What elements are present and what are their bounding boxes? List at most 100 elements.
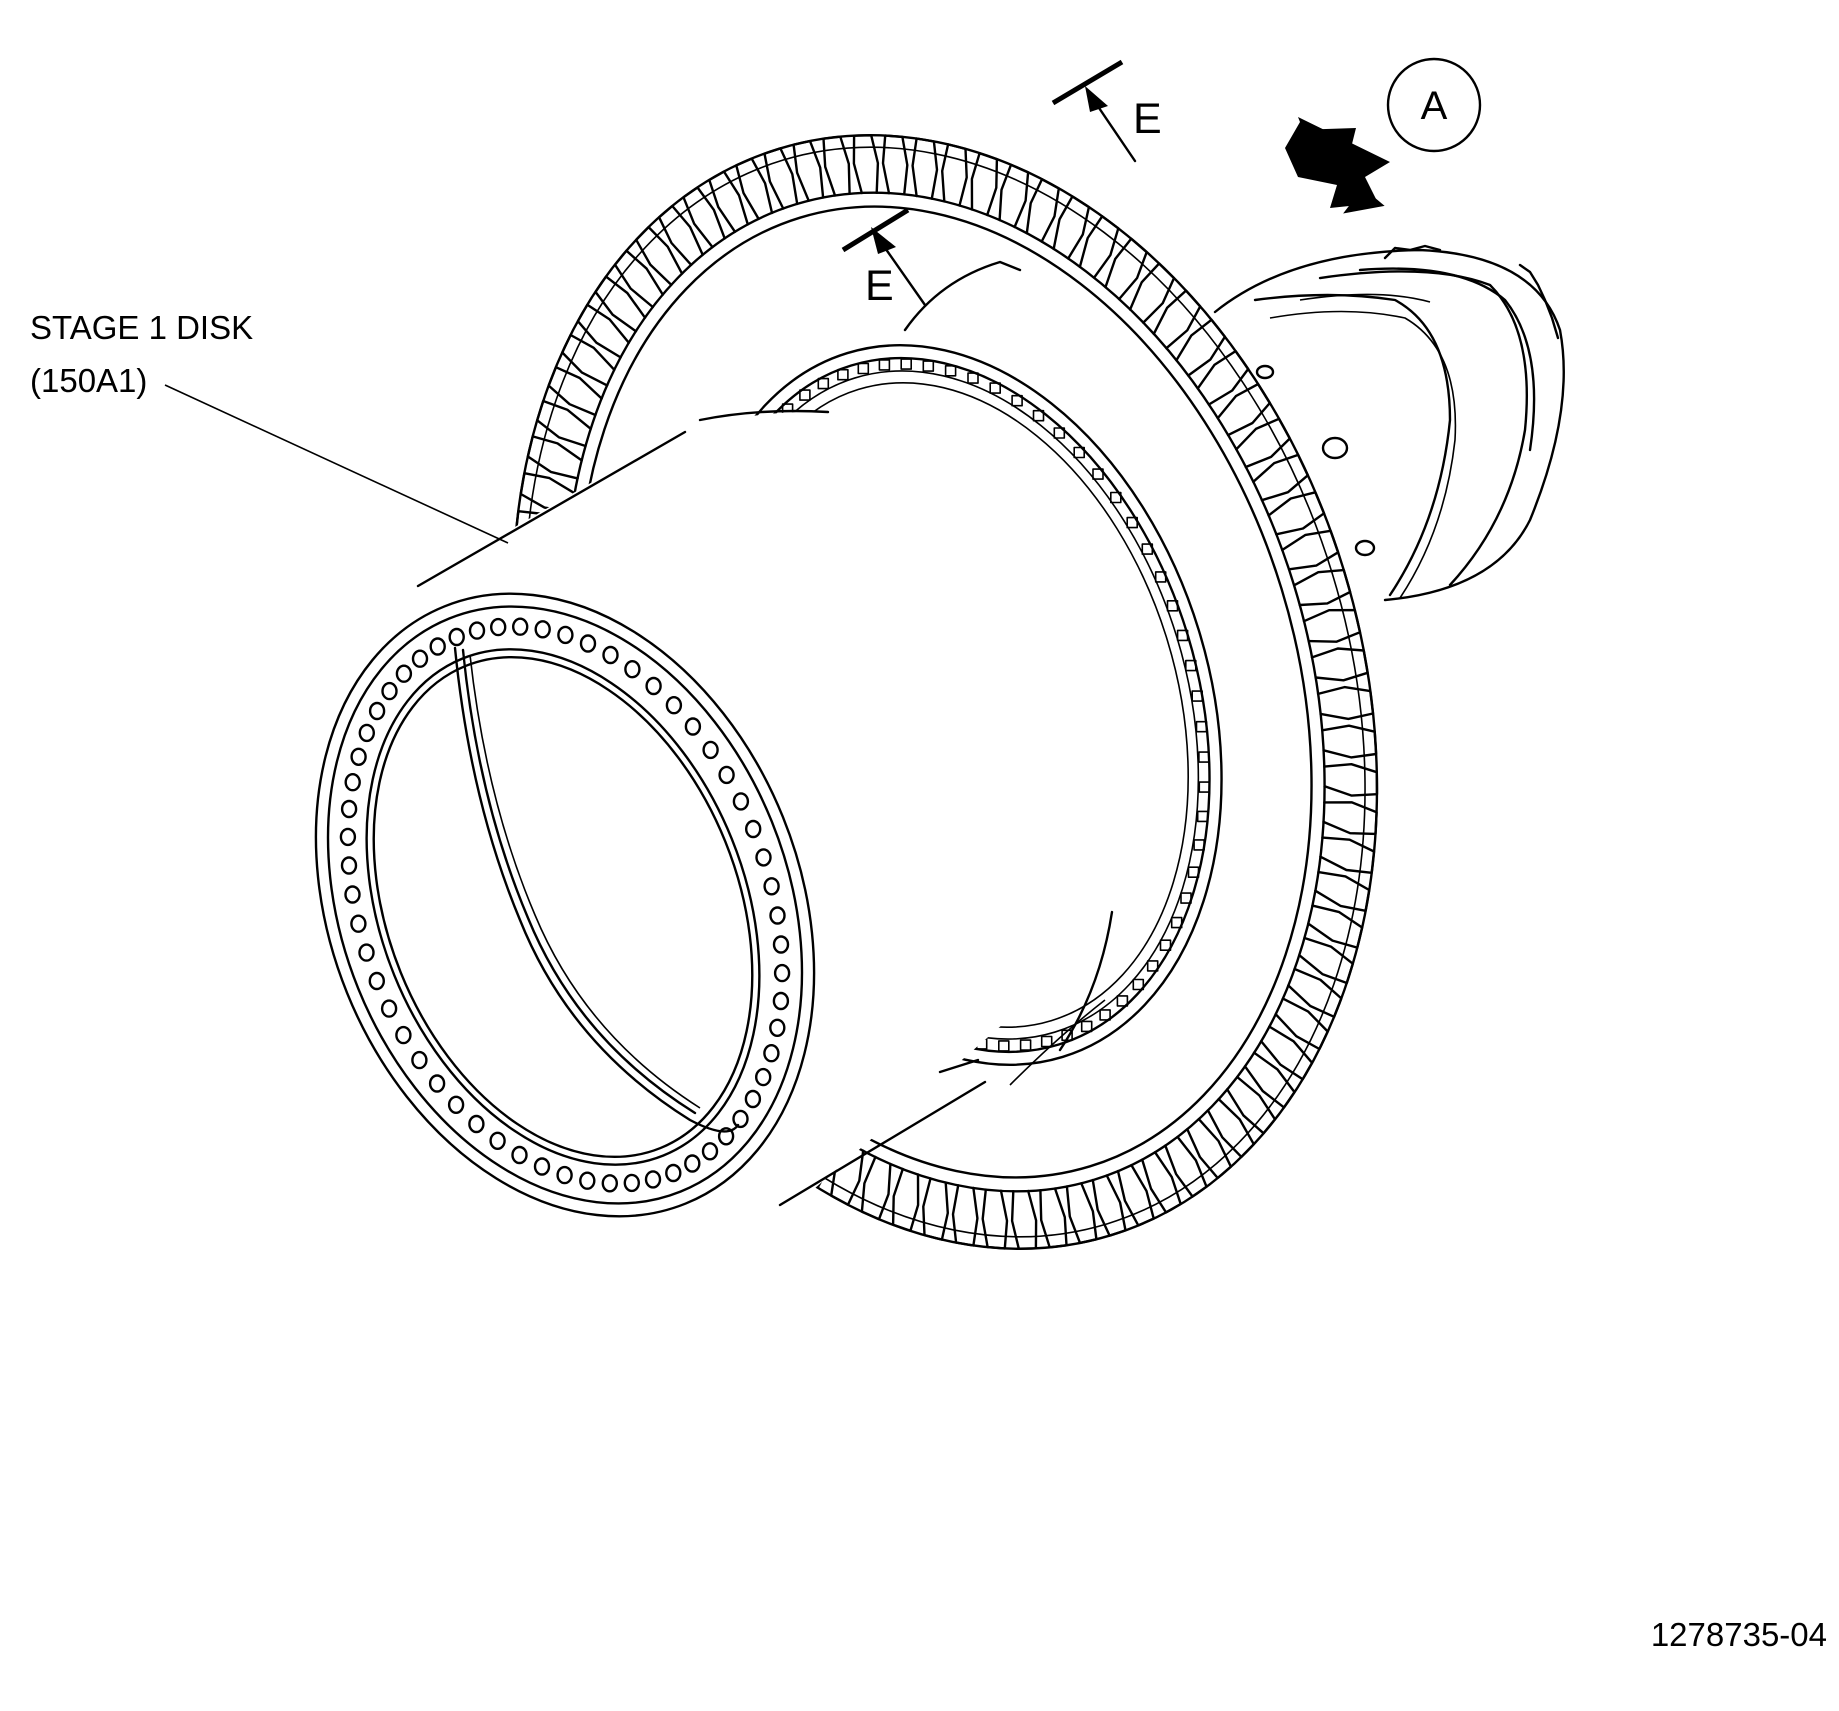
bolt-hole <box>602 645 619 665</box>
inner-slot <box>1193 839 1205 851</box>
dovetail-slot <box>1116 1163 1155 1227</box>
bolt-hole <box>624 660 641 679</box>
inner-slot <box>1195 720 1208 733</box>
dovetail-slot <box>1314 870 1371 912</box>
dovetail-slot <box>881 134 909 196</box>
inner-slot <box>1099 1009 1111 1021</box>
inner-slot <box>900 358 913 370</box>
bolt-hole <box>684 717 702 736</box>
inner-slot <box>1185 659 1197 672</box>
dovetail-slot <box>951 1184 979 1247</box>
inner-slot <box>1110 491 1122 504</box>
bolt-hole <box>557 625 574 645</box>
part-number-label: (150A1) <box>30 362 147 399</box>
inner-slot <box>857 362 870 375</box>
figure-number: 1278735-04 <box>1651 1616 1827 1653</box>
dovetail-slot <box>576 303 630 359</box>
bolt-hole <box>773 963 791 983</box>
dovetail-slot <box>1078 215 1120 279</box>
dovetail-slot <box>613 249 664 309</box>
inner-slot <box>1032 409 1045 422</box>
inner-slot <box>817 377 830 390</box>
inner-slot <box>922 360 935 372</box>
bolt-hole <box>358 943 375 962</box>
bolt-hole <box>340 799 358 819</box>
bolt-hole <box>368 971 385 991</box>
dovetail-slot <box>911 137 939 200</box>
dovetail-slot <box>1010 1189 1038 1250</box>
dovetail-slot <box>1186 1117 1233 1180</box>
bolt-hole <box>579 634 597 653</box>
bolt-hole <box>665 1163 682 1183</box>
dovetail-slot <box>941 143 968 207</box>
bolt-hole <box>368 701 386 721</box>
dovetail-slot <box>708 170 749 233</box>
bolt-hole <box>429 637 446 656</box>
inner-slot <box>1092 468 1104 480</box>
bolt-hole <box>350 914 367 933</box>
bolt-holes <box>339 617 791 1193</box>
bolt-hole <box>344 773 361 792</box>
dovetail-slot <box>1319 836 1376 874</box>
bolt-hole <box>718 765 735 785</box>
bolt-hole <box>511 1145 528 1165</box>
bolt-hole <box>763 877 780 896</box>
bolt-hole <box>717 1127 735 1146</box>
dovetail-slot <box>1323 763 1379 797</box>
dovetail-slot <box>970 152 999 217</box>
bolt-hole <box>769 906 786 925</box>
inner-slot <box>997 1040 1010 1052</box>
bolt-hole <box>744 1089 762 1109</box>
inner-slot <box>1166 599 1179 612</box>
bolt-hole <box>534 620 551 639</box>
inner-slot <box>1159 939 1172 952</box>
inner-slot <box>1187 866 1200 879</box>
dovetail-slot <box>1152 289 1202 350</box>
dovetail-slot <box>1206 1097 1255 1159</box>
dovetail-slot <box>860 1155 892 1221</box>
dovetail-slot <box>1025 178 1060 243</box>
bolt-hole <box>645 676 662 696</box>
bolt-hole <box>533 1157 551 1176</box>
bolt-hole <box>468 1114 485 1134</box>
section-mark-upper <box>1051 59 1137 163</box>
inner-slot <box>1116 995 1129 1007</box>
dovetail-slot <box>657 204 704 267</box>
dovetail-slot <box>536 399 592 448</box>
dovetail-slot <box>1260 1025 1314 1081</box>
bolt-hole <box>755 1067 772 1087</box>
bolt-hole <box>395 664 413 683</box>
dovetail-slot <box>981 1188 1009 1250</box>
inner-slot <box>1198 781 1211 793</box>
inner-slot <box>944 364 957 377</box>
dovetail-slot <box>1175 318 1227 377</box>
bolt-hole <box>350 747 367 766</box>
dovetail-slot <box>682 186 726 249</box>
inner-slot <box>878 359 891 371</box>
bolt-hole <box>490 617 507 637</box>
dovetail-slot <box>1287 967 1343 1018</box>
dovetail-slot <box>1091 1174 1127 1237</box>
inner-slot <box>1198 751 1210 763</box>
dovetail-slot <box>1226 1075 1277 1135</box>
dovetail-slot <box>1164 1135 1208 1198</box>
bolt-hole <box>745 819 762 839</box>
inner-slot <box>1176 629 1189 642</box>
bolt-hole <box>772 935 790 954</box>
bolt-hole <box>623 1173 640 1193</box>
dovetail-slot <box>635 225 684 287</box>
section-mark-lower <box>841 207 927 307</box>
bolt-hole <box>772 991 790 1011</box>
inner-slot <box>989 382 1002 394</box>
inner-slot <box>1132 978 1145 991</box>
view-callout-letter: A <box>1421 84 1448 128</box>
dovetail-slot <box>1302 608 1362 643</box>
front-cylinder <box>310 409 1114 1228</box>
dovetail-slot <box>1252 453 1309 502</box>
bolt-hole <box>755 848 772 867</box>
bolt-hole <box>395 1025 412 1045</box>
inner-slot <box>1073 446 1085 459</box>
bolt-hole <box>601 1174 618 1193</box>
